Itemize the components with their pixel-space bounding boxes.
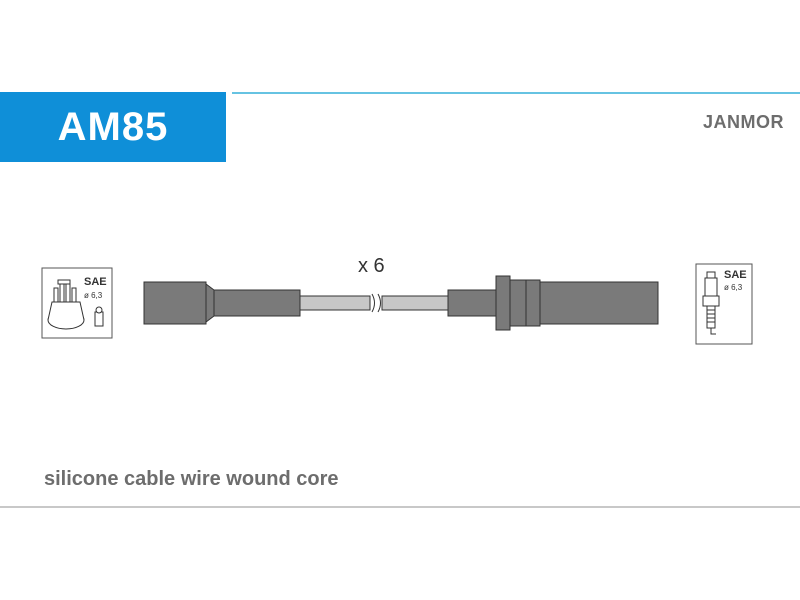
left-boot [143,281,301,325]
part-code-box: AM85 [0,92,226,162]
footer-rule [0,506,800,508]
quantity-label: x 6 [358,255,385,277]
terminal-icon [94,306,104,327]
right-connector-diameter: ø 6,3 [724,283,743,292]
right-connector-box: SAE ø 6,3 [695,263,753,345]
right-boot [447,275,659,331]
wire-break [371,293,381,313]
brand-name: JANMOR [702,112,784,132]
right-connector-standard: SAE [724,269,747,281]
left-connector-standard: SAE [84,276,107,288]
left-connector-box: SAE ø 6,3 [41,267,113,339]
wire-right [381,295,449,311]
part-code: AM85 [57,104,169,149]
left-connector-diameter: ø 6,3 [84,291,103,300]
header-rule [232,92,800,94]
wire-left [299,295,371,311]
cable-diagram: SAE ø 6,3 x 6 SAE ø 6,3 [41,255,753,345]
product-description: silicone cable wire wound core [44,468,339,490]
distributor-cap-icon [47,279,85,330]
spark-plug-icon [702,271,720,335]
